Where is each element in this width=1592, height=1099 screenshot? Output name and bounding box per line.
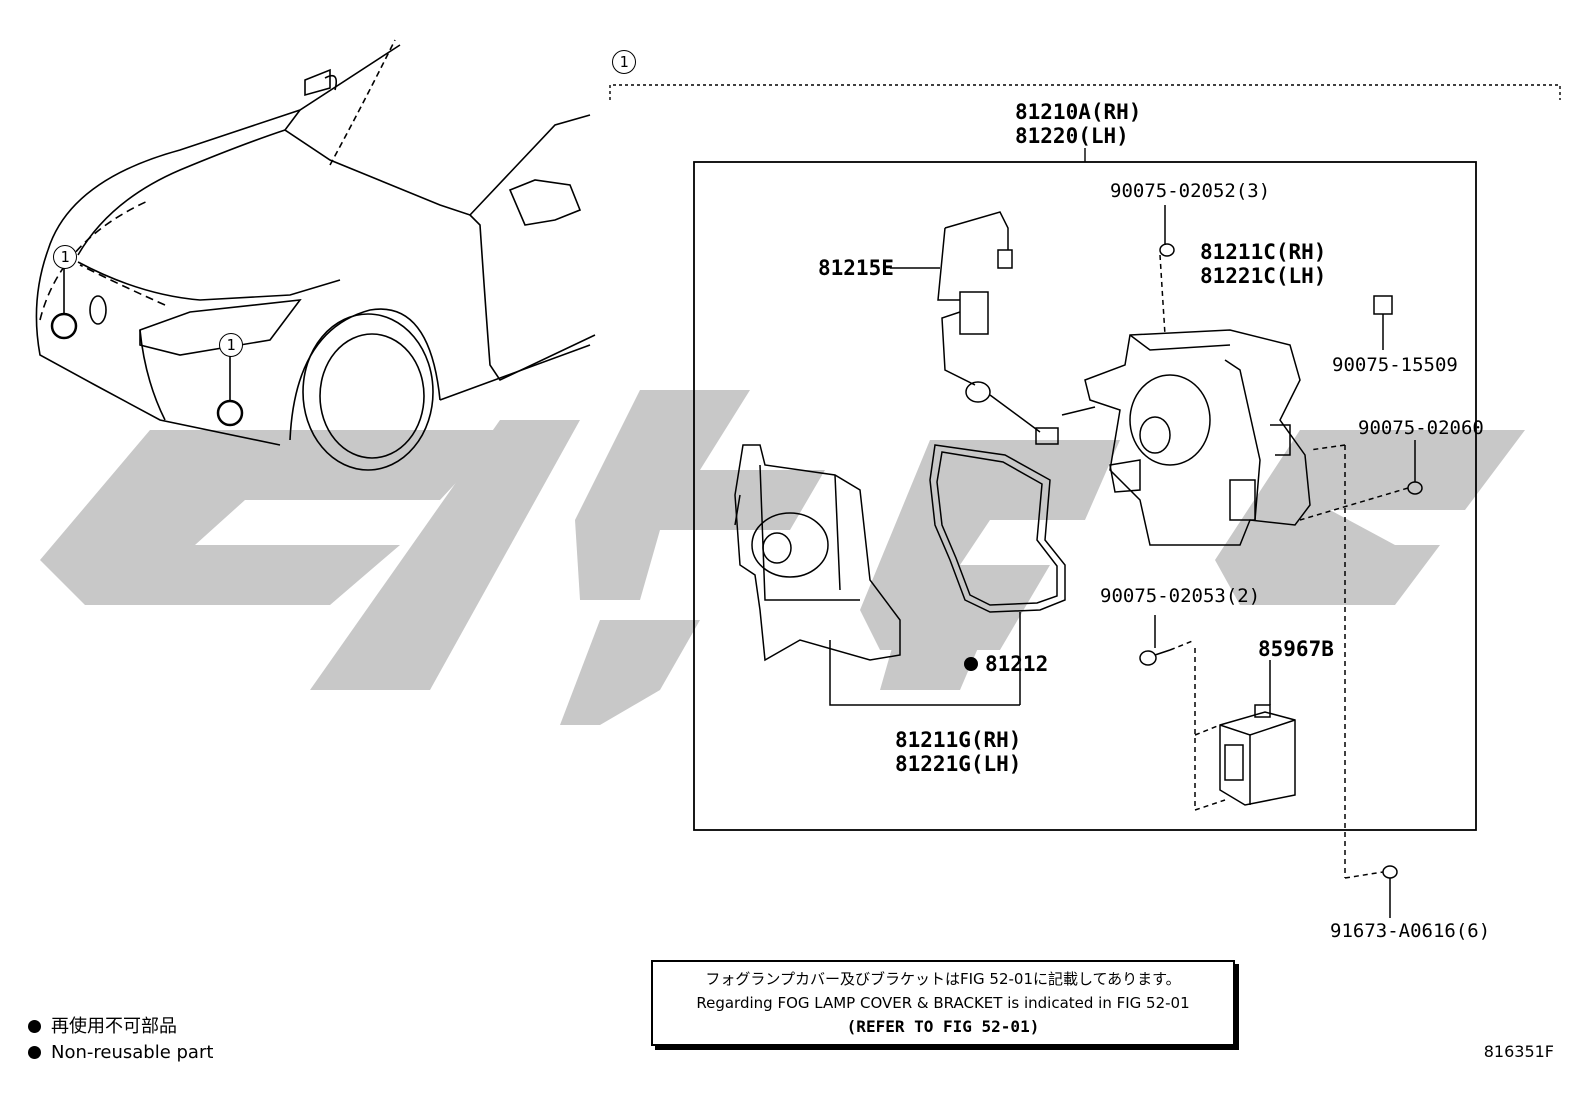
housing-drawing — [734, 444, 901, 662]
fasteners-drawing — [1061, 205, 1423, 918]
legend-japanese: 再使用不可部品 — [28, 1016, 177, 1038]
callout-marker-car-left: 1 — [53, 245, 77, 269]
note-refer: (REFER TO FIG 52-01) — [846, 1017, 1040, 1036]
figure-id: 816351F — [1483, 1042, 1554, 1061]
cap-label: 90075-15509 — [1332, 354, 1458, 376]
wire-harness-drawing — [890, 211, 1059, 445]
lamp-unit-drawing — [1084, 329, 1311, 546]
screw-mid-label: 90075-02053(2) — [1100, 585, 1261, 607]
lamp-unit-lh-label: 81221C(LH) — [1200, 264, 1327, 288]
non-reusable-dot — [964, 657, 978, 671]
computer-drawing — [1194, 648, 1296, 812]
legend-japanese-text: 再使用不可部品 — [51, 1016, 177, 1037]
note-english: Regarding FOG LAMP COVER & BRACKET is in… — [696, 994, 1190, 1012]
lamp-unit-rh-label: 81211C(RH) — [1200, 240, 1327, 264]
legend-english: Non-reusable part — [28, 1042, 213, 1064]
watermark-logo — [40, 390, 1525, 725]
callout-marker-car-right: 1 — [219, 333, 243, 357]
gasket-drawing — [829, 444, 1066, 706]
bolt-bottom-label: 91673-A0616(6) — [1330, 920, 1491, 942]
callout-marker-top: 1 — [612, 50, 636, 74]
assembly-lh-label: 81220(LH) — [1015, 124, 1129, 148]
housing-lh-label: 81221G(LH) — [895, 752, 1022, 776]
legend-dot-icon — [28, 1020, 41, 1033]
legend-dot-icon — [28, 1046, 41, 1059]
gasket-label: 81212 — [985, 652, 1049, 676]
housing-rh-label: 81211G(RH) — [895, 728, 1022, 752]
wire-label: 81215E — [818, 256, 894, 280]
legend-english-text: Non-reusable part — [51, 1042, 214, 1063]
screw-top-label: 90075-02052(3) — [1110, 180, 1271, 202]
car-outline — [35, 39, 596, 471]
reference-note: フォグランプカバー及びブラケットはFIG 52-01に記載してあります。 Reg… — [651, 960, 1235, 1046]
assembly-bracket — [609, 84, 1561, 831]
note-japanese: フォグランプカバー及びブラケットはFIG 52-01に記載してあります。 — [705, 970, 1181, 988]
bolt-side-label: 90075-02060 — [1358, 417, 1484, 439]
assembly-rh-label: 81210A(RH) — [1015, 100, 1142, 124]
computer-label: 85967B — [1258, 637, 1334, 661]
